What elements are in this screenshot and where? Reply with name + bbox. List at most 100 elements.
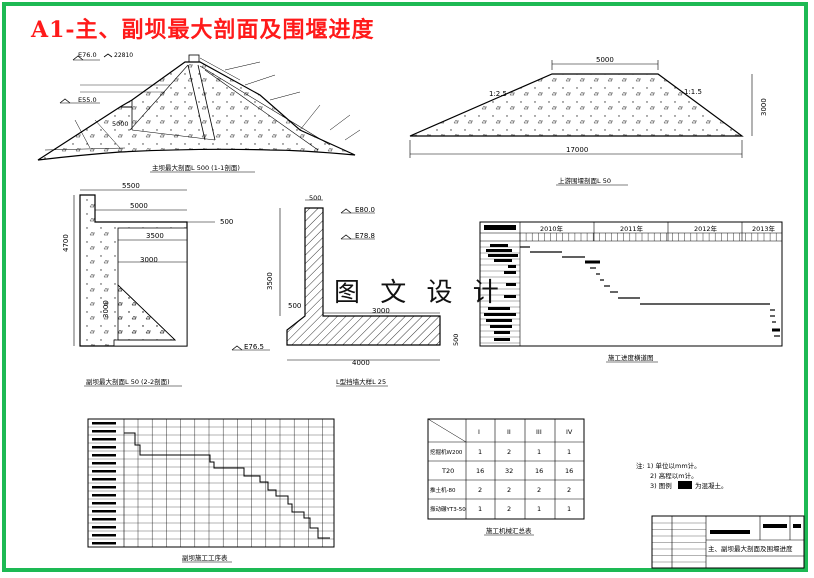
- main-dam-caption: 主坝最大剖面L 500 (1-1剖面): [152, 163, 240, 172]
- main-dam-top-label: 22810: [114, 52, 133, 59]
- aux-dam-width-outer: 5500: [122, 182, 140, 190]
- machinery-row-name: 推土机-80: [430, 486, 456, 494]
- progress-row-labels: [484, 244, 518, 341]
- l-wall-caption: L型挡墙大样L 25: [336, 377, 386, 386]
- machinery-cell: 2: [567, 486, 571, 494]
- machinery-table: I II III IV 挖掘机W200 1 2 1 1 T20 16 32 16…: [427, 418, 585, 536]
- machinery-header-2: II: [507, 428, 511, 436]
- schedule-row-label: [92, 526, 116, 529]
- schedule-bars: [124, 432, 330, 539]
- cofferdam-base-width: 17000: [566, 146, 588, 154]
- cofferdam-height: 3000: [760, 98, 768, 116]
- machinery-cell: 2: [507, 448, 511, 456]
- title-block-drawing-name: 主、副坝最大剖面及围堰进度: [708, 544, 793, 553]
- year-2011: 2011年: [620, 224, 644, 233]
- progress-chart: 2010年 2011年 2012年 2013年: [479, 221, 783, 363]
- machinery-row-name: T20: [441, 467, 454, 475]
- l-wall-bottom-step: 500: [288, 302, 301, 310]
- sheet-title: A1-主、副坝最大剖面及围堰进度: [31, 17, 375, 43]
- schedule-row-label: [92, 486, 116, 489]
- year-2012: 2012年: [694, 224, 718, 233]
- year-2013: 2013年: [752, 224, 776, 233]
- machinery-cell: 16: [565, 467, 573, 475]
- machinery-cell: 16: [535, 467, 543, 475]
- schedule-row-label: [92, 430, 116, 433]
- aux-dam-depth: 3000: [102, 300, 110, 318]
- watermark: 图 文 设 计: [334, 278, 505, 308]
- notes: 注: 1) 单位以mm计。 2) 高程以m计。 3) 图例 为混凝土。: [636, 461, 728, 490]
- schedule-row-label: [92, 470, 116, 473]
- machinery-cell: 2: [478, 486, 482, 494]
- subdam-schedule-caption: 副坝施工工序表: [182, 553, 228, 562]
- aux-dam-step: 500: [220, 218, 233, 226]
- concrete-legend-swatch: [678, 481, 692, 489]
- machinery-row-name: 振动碾YT3-50: [430, 505, 466, 513]
- year-2010: 2010年: [540, 224, 564, 233]
- cofferdam-top-width: 5000: [596, 56, 614, 64]
- l-wall-el-top: E80.0: [355, 206, 375, 214]
- schedule-row-label: [92, 478, 116, 481]
- l-wall-height: 3500: [266, 272, 274, 290]
- l-wall-el-mid: E78.8: [355, 232, 375, 240]
- subdam-schedule: 副坝施工工序表: [87, 418, 335, 563]
- machinery-cell: 2: [507, 505, 511, 513]
- main-dam-el-mid: E55.0: [78, 96, 97, 104]
- main-dam-bench: 5000: [112, 120, 129, 128]
- machinery-cell: 16: [476, 467, 484, 475]
- schedule-row-label: [92, 534, 116, 537]
- progress-month-ticks: [519, 233, 777, 241]
- schedule-rows: [88, 426, 334, 540]
- aux-dam-section: 5500 5000 4700 500 3500 3000 3000 副坝最大剖面…: [62, 182, 233, 387]
- main-dam-el-top: E76.0: [78, 51, 97, 59]
- schedule-row-label: [92, 438, 116, 441]
- schedule-row-label: [92, 454, 116, 457]
- aux-dam-width-3500: 3500: [146, 232, 164, 240]
- progress-chart-caption: 施工进度横道图: [608, 353, 654, 362]
- schedule-row-label: [92, 494, 116, 497]
- cofferdam-slope-left: 1:2.5: [489, 90, 507, 98]
- machinery-cell: 2: [537, 486, 541, 494]
- aux-dam-height: 4700: [62, 234, 70, 252]
- schedule-row-label: [92, 518, 116, 521]
- machinery-cell: 1: [537, 448, 541, 456]
- machinery-cell: 2: [507, 486, 511, 494]
- main-dam-section: E76.0 22810 E55.0 5000 主坝最大剖面L 500 (1-1剖…: [37, 51, 361, 173]
- progress-bars: [520, 246, 780, 337]
- schedule-row-label: [92, 446, 116, 449]
- note-2: 2) 高程以m计。: [650, 471, 698, 480]
- machinery-header-4: IV: [566, 428, 573, 436]
- machinery-cell: 1: [537, 505, 541, 513]
- l-wall-thickness: 500: [452, 334, 460, 346]
- l-wall-el-bottom: E76.5: [244, 343, 264, 351]
- note-1: 注: 1) 单位以mm计。: [636, 461, 701, 470]
- title-block: 主、副坝最大剖面及围堰进度: [651, 515, 805, 569]
- cofferdam-caption: 上游围堰剖面L 50: [558, 176, 611, 185]
- l-wall-foot-length: 3000: [372, 307, 390, 315]
- l-wall-section: 500 E80.0 E78.8 3500 500 3000 4000 500 E…: [231, 194, 460, 387]
- aux-dam-caption: 副坝最大剖面L 50 (2-2剖面): [86, 377, 170, 386]
- machinery-cell: 1: [478, 448, 482, 456]
- machinery-table-caption: 施工机械汇总表: [486, 526, 532, 535]
- note-3-tail: 为混凝土。: [695, 481, 728, 490]
- machinery-header-1: I: [478, 428, 480, 436]
- schedule-row-label: [92, 502, 116, 505]
- note-3: 3) 图例: [650, 481, 672, 490]
- aux-dam-width-inner: 5000: [130, 202, 148, 210]
- machinery-cell: 1: [567, 448, 571, 456]
- machinery-row-name: 挖掘机W200: [430, 448, 463, 456]
- schedule-row-label: [92, 462, 116, 465]
- cofferdam-slope-right: 1:1.5: [684, 88, 702, 96]
- cofferdam-section: 5000 1:2.5 1:1.5 3000 17000 上游围堰剖面L 50: [409, 56, 768, 186]
- schedule-row-label: [92, 422, 116, 425]
- machinery-header-3: III: [536, 428, 542, 436]
- schedule-row-label: [92, 542, 116, 545]
- l-wall-base-width: 4000: [352, 359, 370, 367]
- sheet-border: [2, 2, 808, 572]
- machinery-cell: 1: [567, 505, 571, 513]
- schedule-row-label: [92, 510, 116, 513]
- l-wall-top: 500: [309, 194, 321, 202]
- aux-dam-width-3000: 3000: [140, 256, 158, 264]
- machinery-cell: 32: [505, 467, 513, 475]
